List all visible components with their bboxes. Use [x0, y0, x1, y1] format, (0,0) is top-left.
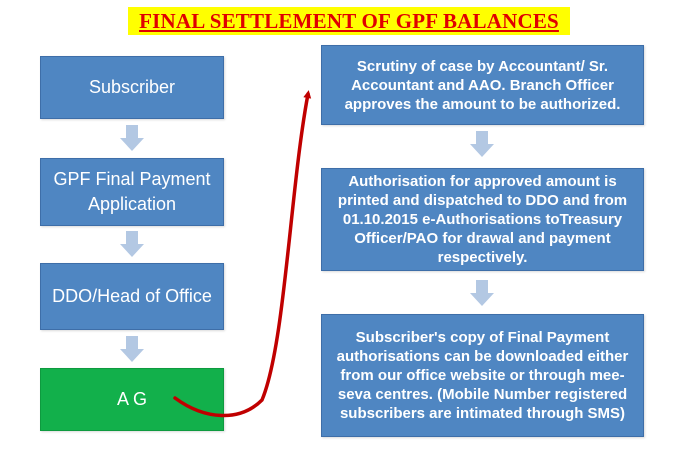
connector-curve — [173, 90, 312, 418]
step-label: DDO/Head of Office — [52, 286, 212, 306]
step-gpf-final-payment-application: GPF Final Payment Application — [40, 158, 224, 226]
page-title: FINAL SETTLEMENT OF GPF BALANCES — [128, 7, 570, 35]
down-arrow-icon — [470, 280, 494, 306]
step-label: Scrutiny of case by Accountant/ Sr. Acco… — [344, 57, 621, 113]
step-subscriber-copy-download: Subscriber's copy of Final Payment autho… — [321, 314, 644, 437]
step-label: Subscriber's copy of Final Payment autho… — [336, 329, 629, 422]
step-scrutiny-of-case: Scrutiny of case by Accountant/ Sr. Acco… — [321, 45, 644, 125]
down-arrow-icon — [120, 231, 144, 257]
step-subscriber: Subscriber — [40, 56, 224, 119]
step-label: A G — [116, 389, 147, 409]
step-label: GPF Final Payment Application — [53, 169, 211, 214]
down-arrow-icon — [470, 131, 494, 157]
step-authorisation-dispatched: Authorisation for approved amount is pri… — [321, 168, 644, 271]
step-ag: A G — [40, 368, 224, 431]
step-label: Authorisation for approved amount is pri… — [337, 173, 628, 266]
down-arrow-icon — [120, 125, 144, 151]
step-label: Subscriber — [88, 77, 176, 97]
down-arrow-icon — [120, 336, 144, 362]
step-ddo-head-of-office: DDO/Head of Office — [40, 263, 224, 330]
